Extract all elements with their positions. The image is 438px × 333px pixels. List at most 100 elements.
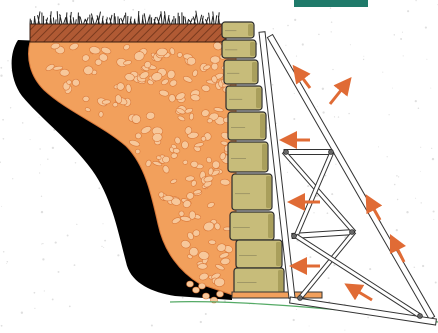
pebble: [169, 94, 176, 102]
pressure-arrow: [352, 288, 372, 300]
speckle-dot: [0, 75, 2, 77]
speckle-dot: [331, 21, 332, 22]
stone-face: [236, 240, 282, 268]
speckle-dot: [335, 164, 336, 165]
speckle-dot: [6, 263, 7, 264]
speckle-dot: [309, 326, 310, 327]
speckle-dot: [205, 313, 207, 315]
stone-block: [222, 22, 254, 38]
speckle-dot: [331, 31, 332, 32]
pebble: [193, 287, 200, 293]
speckle-dot: [41, 243, 42, 244]
speckle-dot: [39, 172, 40, 173]
frame-bolt: [284, 150, 289, 155]
speckle-dot: [382, 72, 383, 73]
speckle-dot: [67, 235, 69, 237]
support-frame-icon: [259, 32, 436, 325]
speckle-dot: [327, 212, 329, 214]
stone-shade: [256, 88, 261, 108]
speckle-dot: [42, 243, 43, 244]
speckle-dot: [394, 34, 395, 35]
speckle-dot: [12, 178, 13, 179]
pebble: [199, 283, 206, 289]
pebble: [99, 111, 104, 117]
frame-bolt: [418, 314, 423, 319]
speckle-dot: [182, 297, 184, 299]
grass-tufts-icon: [30, 11, 220, 24]
frame-bolt: [292, 234, 297, 239]
speckle-dot: [1, 325, 3, 327]
speckle-dot: [387, 156, 388, 157]
speckle-dot: [338, 116, 339, 117]
speckle-dot: [435, 282, 437, 284]
speckle-dot: [363, 59, 364, 60]
frame-brace: [294, 151, 334, 237]
speckle-dot: [7, 261, 8, 262]
speckle-dot: [432, 158, 434, 160]
speckle-dot: [430, 88, 431, 89]
pebble: [179, 211, 185, 217]
speckle-dot: [273, 28, 274, 29]
speckle-dot: [21, 312, 23, 314]
speckle-dot: [394, 184, 396, 186]
speckle-dot: [41, 196, 42, 197]
speckle-dot: [316, 195, 318, 197]
speckle-dot: [293, 118, 295, 120]
speckle-dot: [278, 218, 279, 219]
speckle-dot: [350, 44, 351, 45]
pebble: [217, 291, 224, 297]
speckle-dot: [309, 256, 311, 258]
speckle-dot: [151, 324, 153, 326]
speckle-dot: [3, 138, 5, 140]
speckle-dot: [58, 3, 60, 5]
speckle-dot: [313, 212, 314, 213]
speckle-dot: [296, 56, 297, 57]
speckle-dot: [332, 69, 333, 70]
stone-shade: [250, 42, 255, 56]
stone-block: [226, 86, 262, 110]
speckle-dot: [414, 267, 415, 268]
speckle-dot: [420, 171, 421, 172]
speckle-dot: [132, 9, 134, 11]
speckle-dot: [0, 161, 1, 163]
speckle-dot: [378, 146, 379, 147]
stone-block: [232, 174, 272, 210]
speckle-dot: [75, 162, 76, 163]
speckle-dot: [296, 309, 297, 310]
speckle-dot: [289, 163, 290, 164]
speckle-dot: [44, 290, 45, 291]
stone-block: [234, 268, 284, 294]
speckle-dot: [367, 317, 368, 318]
pebble: [185, 176, 194, 182]
speckle-dot: [58, 271, 60, 273]
speckle-dot: [2, 119, 4, 121]
pebble: [198, 264, 208, 270]
pebble: [189, 247, 198, 256]
wall-footing: [232, 292, 322, 298]
speckle-dot: [72, 0, 74, 2]
pebble: [189, 113, 194, 120]
stone-block: [228, 112, 266, 140]
speckle-dot: [52, 298, 54, 300]
speckle-dot: [389, 114, 390, 115]
speckle-dot: [39, 148, 40, 149]
speckle-dot: [344, 330, 345, 331]
stone-shade: [278, 270, 283, 292]
speckle-dot: [35, 6, 37, 8]
stone-block: [222, 40, 256, 58]
speckle-dot: [294, 93, 295, 94]
pebble: [72, 79, 80, 87]
speckle-dot: [69, 306, 71, 308]
speckle-dot: [322, 111, 324, 113]
speckle-dot: [272, 84, 274, 86]
pebble: [83, 96, 90, 102]
stone-face: [230, 212, 274, 240]
speckle-dot: [300, 198, 301, 199]
speckle-dot: [433, 219, 434, 220]
speckle-dot: [302, 43, 304, 45]
speckle-dot: [102, 223, 103, 224]
speckle-dot: [41, 211, 43, 213]
speckle-dot: [74, 264, 76, 266]
speckle-dot: [331, 193, 333, 195]
